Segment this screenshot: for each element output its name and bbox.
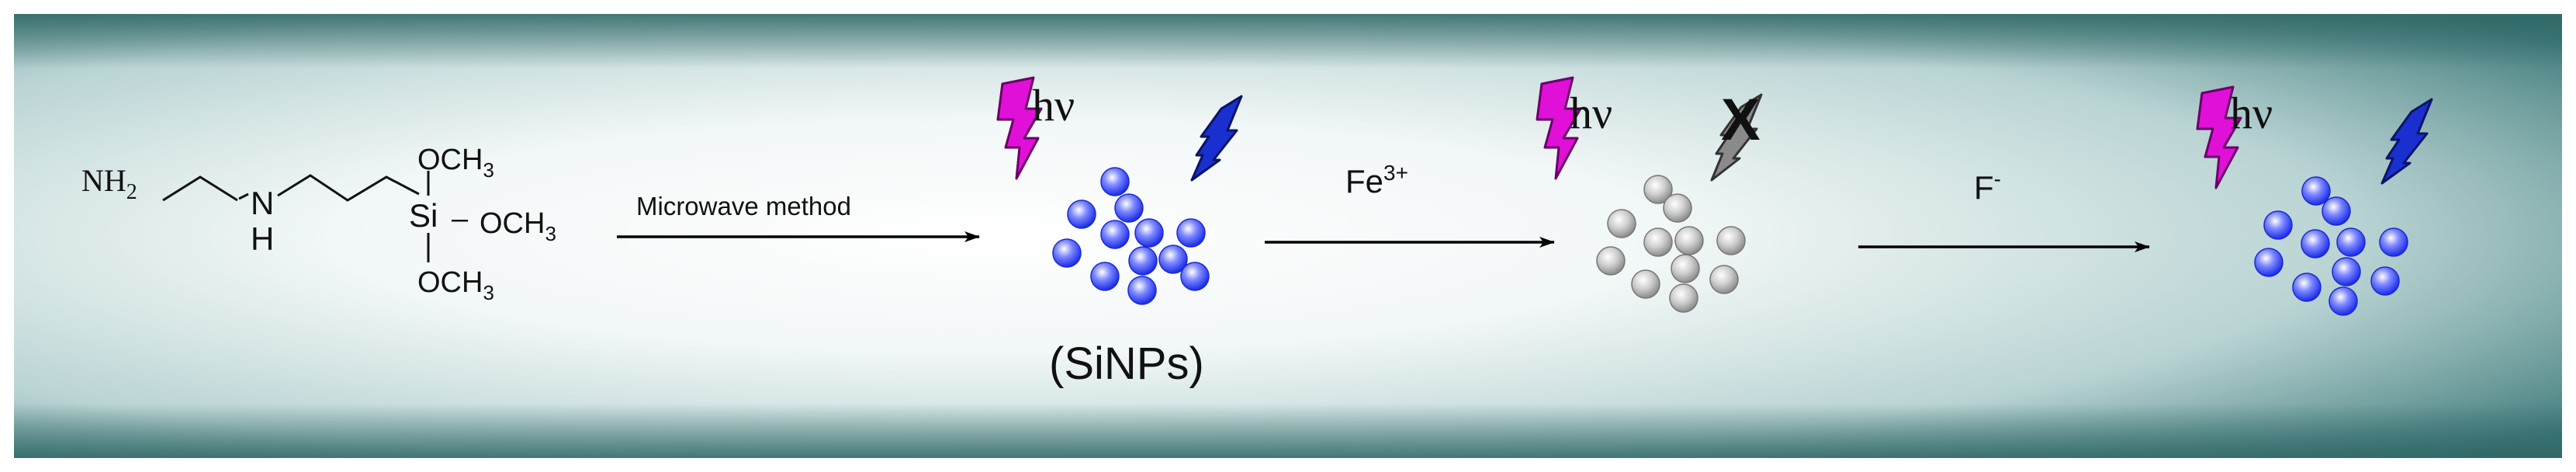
step3-label: F- xyxy=(1974,167,2001,206)
sinps-cluster-1 xyxy=(1052,167,1210,305)
nanoparticle-sphere-icon xyxy=(1052,238,1082,268)
nanoparticle-sphere-icon xyxy=(2254,248,2283,277)
background-bottom-shade xyxy=(14,404,2562,458)
nanoparticle-sphere-icon xyxy=(2301,176,2331,206)
nanoparticle-sphere-icon xyxy=(2292,272,2322,302)
hv-label-2: hν xyxy=(1570,88,1612,138)
nanoparticle-sphere-icon xyxy=(2301,229,2330,259)
nanoparticle-sphere-icon xyxy=(1176,218,1206,248)
nanoparticle-sphere-icon xyxy=(2263,210,2293,240)
nanoparticle-sphere-icon xyxy=(2328,286,2358,316)
hv-label-1: hν xyxy=(1032,80,1075,130)
step2-label: Fe3+ xyxy=(1345,161,1408,200)
methoxy-bottom-label: OCH3 xyxy=(417,266,494,304)
nanoparticle-sphere-icon xyxy=(1180,262,1210,291)
lightning-bolt-icon xyxy=(2380,98,2433,185)
nanoparticle-sphere-icon xyxy=(1114,193,1144,223)
methoxy-right-label: OCH3 xyxy=(480,207,556,245)
nanoparticle-sphere-icon xyxy=(1607,209,1636,238)
recovered-cluster xyxy=(2254,176,2408,316)
nanoparticle-sphere-icon xyxy=(1158,245,1188,274)
nanoparticle-sphere-icon xyxy=(1709,265,1739,294)
carbon-chain-left xyxy=(162,175,238,202)
nanoparticle-sphere-icon xyxy=(1669,283,1698,313)
lightning-bolt-icon xyxy=(2196,85,2242,189)
nanoparticle-sphere-icon xyxy=(1128,246,1158,276)
lightning-bolt-gray-icon xyxy=(1710,93,1763,182)
sinps-label: (SiNPs) xyxy=(1049,338,1204,389)
background-panel xyxy=(14,14,2562,458)
nanoparticle-sphere-icon xyxy=(2332,257,2361,286)
nanoparticle-sphere-icon xyxy=(1596,246,1626,276)
quenched-cluster xyxy=(1596,175,1746,313)
nanoparticle-sphere-icon xyxy=(2379,227,2408,257)
step1-label: Microwave method xyxy=(636,192,851,220)
nanoparticle-sphere-icon xyxy=(1643,227,1673,257)
nanoparticle-sphere-icon xyxy=(1674,226,1704,255)
nanoparticle-sphere-icon xyxy=(1663,193,1692,223)
nanoparticle-sphere-icon xyxy=(1100,220,1130,249)
nanoparticle-sphere-icon xyxy=(2336,227,2366,257)
hv-label-3: hν xyxy=(2230,88,2273,138)
nanoparticle-sphere-icon xyxy=(1716,226,1746,255)
methoxy-top-label: OCH3 xyxy=(417,144,494,182)
carbon-chain-right xyxy=(277,174,420,202)
silicon-label: Si xyxy=(409,197,438,234)
reactant-structure: NH2 N H Si OCH3 – OCH3 OCH3 xyxy=(81,144,556,304)
nh2-label: NH2 xyxy=(81,163,137,204)
lightning-bolt-icon xyxy=(1190,95,1243,182)
nanoparticle-sphere-icon xyxy=(1090,262,1120,291)
nanoparticle-sphere-icon xyxy=(1067,200,1096,229)
nanoparticle-sphere-icon xyxy=(2322,196,2351,226)
lightning-bolt-icon xyxy=(996,76,1043,180)
nanoparticle-sphere-icon xyxy=(1100,167,1130,196)
amine-n-label: N xyxy=(251,185,274,221)
lightning-bolt-icon xyxy=(1536,76,1582,180)
nanoparticle-sphere-icon xyxy=(1134,218,1164,248)
nanoparticle-sphere-icon xyxy=(2370,266,2400,296)
nanoparticle-sphere-icon xyxy=(1127,276,1157,305)
background-top-shade xyxy=(14,14,2562,68)
nanoparticle-sphere-icon xyxy=(1671,254,1700,283)
nanoparticle-sphere-icon xyxy=(1631,269,1660,299)
dash-symbol: – xyxy=(452,203,469,235)
quench-cross-mark: X xyxy=(1721,87,1761,153)
nanoparticle-sphere-icon xyxy=(1643,175,1673,204)
amine-h-label: H xyxy=(251,220,274,257)
